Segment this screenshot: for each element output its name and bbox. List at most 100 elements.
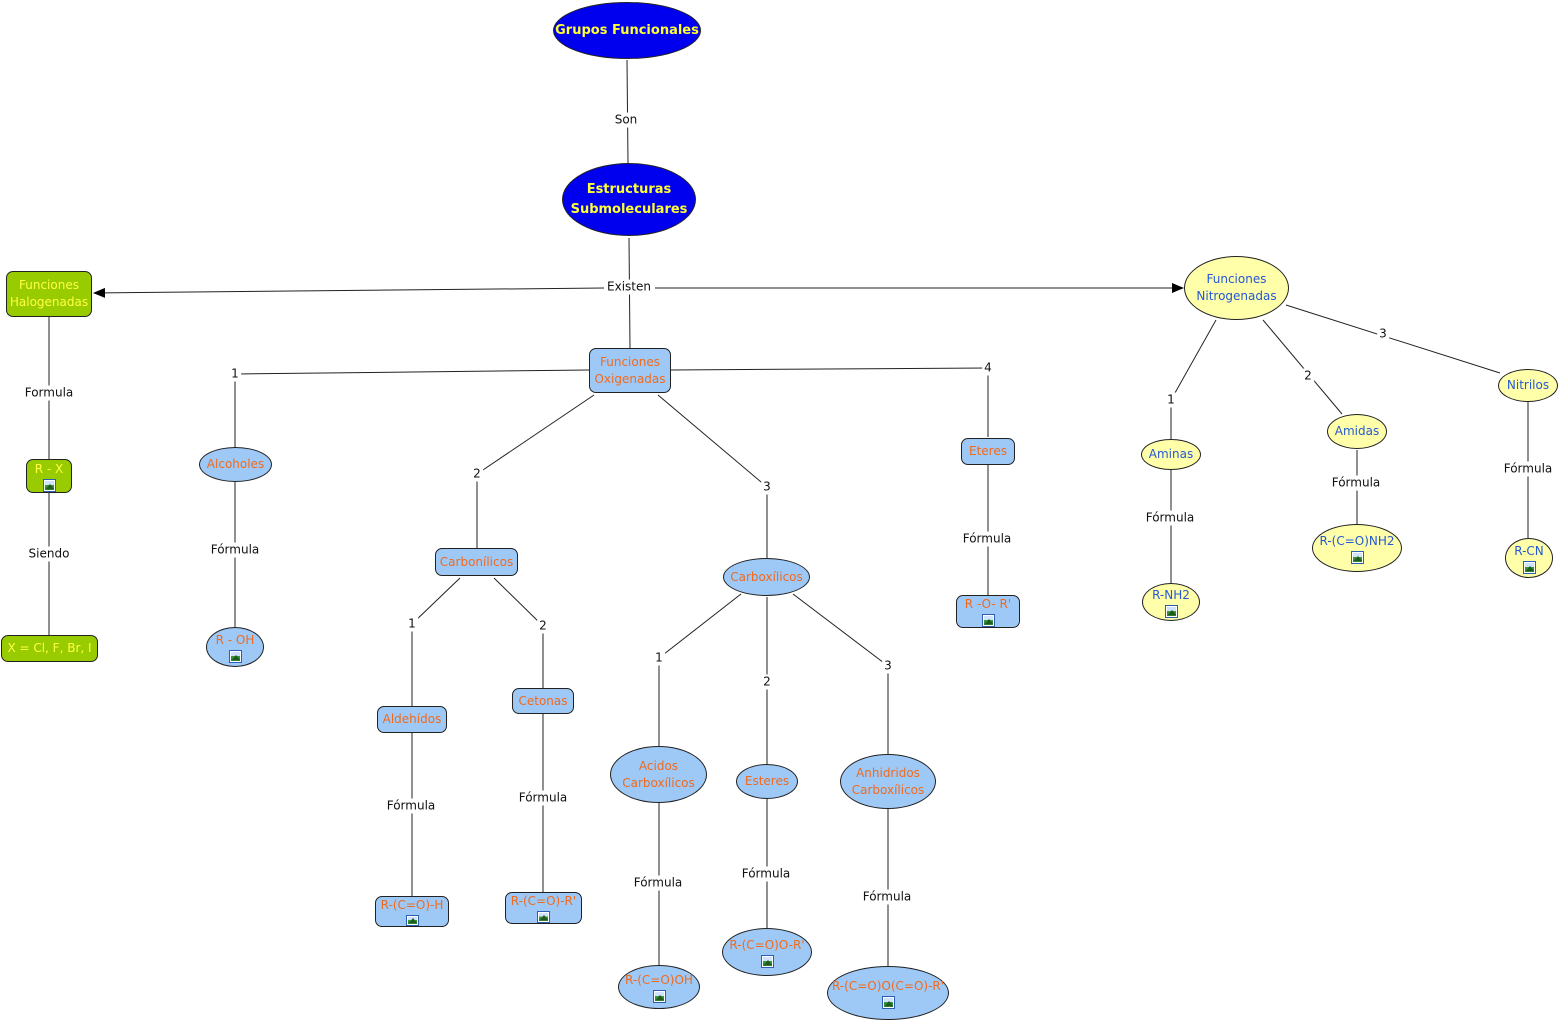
node-label: X = Cl, F, Br, I	[7, 641, 92, 655]
node-label-line: Submoleculares	[570, 201, 688, 217]
link-label-number: 2	[471, 466, 483, 482]
node-amidas[interactable]: Amidas	[1327, 414, 1387, 449]
node-label-line: Carboxílicos	[622, 775, 695, 790]
link-label-formula: Fórmula	[1329, 475, 1383, 491]
link-label-number: 3	[1377, 326, 1389, 342]
link-label-formula: Fórmula	[384, 798, 438, 814]
image-icon[interactable]	[881, 995, 895, 1009]
link-label-existen: Existen	[605, 279, 653, 295]
node-aminas[interactable]: Aminas	[1141, 439, 1201, 470]
image-icon[interactable]	[760, 954, 774, 968]
link-label-number: 1	[229, 366, 241, 382]
node-r-c-o-r[interactable]: R-(C=O)-R'	[505, 892, 582, 924]
link-label-formula: Fórmula	[516, 790, 570, 806]
node-label-line: Nitrogenadas	[1196, 289, 1277, 303]
node-label-line: Funciones	[19, 278, 79, 292]
image-icon[interactable]	[1522, 560, 1536, 574]
node-label: Aldehídos	[382, 712, 442, 726]
node-label: R-CN	[1514, 543, 1544, 558]
node-label: R - OH	[215, 632, 255, 647]
link-label-formula: Fórmula	[960, 531, 1014, 547]
node-funciones-halogenadas[interactable]: Funciones Halogenadas	[6, 271, 92, 317]
node-r-cooh[interactable]: R-(C=O)OH	[618, 965, 700, 1009]
node-label-line: Anhidridos	[856, 765, 920, 780]
image-icon[interactable]	[42, 478, 56, 492]
node-r-anhidrido[interactable]: R-(C=O)O(C=O)-R'	[827, 966, 949, 1020]
node-anhidridos-carboxilicos[interactable]: Anhidridos Carboxílicos	[840, 754, 936, 809]
node-label: R-(C=O)OH	[625, 972, 693, 987]
node-label: R-(C=O)NH2	[1319, 533, 1395, 548]
node-label-line: Halogenadas	[9, 295, 89, 309]
node-esteres[interactable]: Esteres	[736, 764, 798, 799]
node-label: Amidas	[1334, 424, 1380, 438]
node-label-line: Funciones	[600, 354, 660, 369]
node-r-oh[interactable]: R - OH	[206, 627, 264, 667]
node-funciones-nitrogenadas[interactable]: Funciones Nitrogenadas	[1184, 256, 1289, 320]
node-label: Aminas	[1148, 447, 1194, 461]
node-label: R-(C=O)-R'	[510, 894, 577, 908]
node-r-conh2[interactable]: R-(C=O)NH2	[1312, 524, 1402, 572]
image-icon[interactable]	[1350, 550, 1364, 564]
node-acidos-carboxilicos[interactable]: Acidos Carboxílicos	[610, 746, 707, 803]
node-label: R-NH2	[1152, 587, 1190, 602]
node-label-line: Estructuras	[586, 181, 672, 197]
image-icon[interactable]	[228, 649, 242, 663]
node-nitrilos[interactable]: Nitrilos	[1498, 369, 1558, 402]
image-icon[interactable]	[1164, 604, 1178, 618]
node-label-line: Oxigenadas	[594, 371, 666, 386]
node-label: Nitrilos	[1506, 378, 1550, 392]
node-label: R-(C=O)-H	[380, 898, 444, 912]
node-label: Esteres	[744, 774, 790, 788]
image-icon[interactable]	[405, 915, 419, 926]
link-label-number: 1	[653, 650, 665, 666]
node-label-line: Carboxílicos	[851, 782, 925, 797]
link-label-formula: Fórmula	[631, 875, 685, 891]
link-label-number: 3	[882, 658, 894, 674]
node-r-x[interactable]: R - X	[26, 459, 72, 493]
node-label: R-(C=O)O-R'	[729, 937, 805, 952]
node-label: Carbonílicos	[439, 554, 514, 569]
node-label-line: Funciones	[1206, 272, 1267, 286]
link-label-number: 1	[1165, 392, 1177, 408]
link-label-son: Son	[612, 112, 640, 128]
node-label: R -O- R'	[964, 597, 1012, 611]
node-r-o-r[interactable]: R -O- R'	[956, 595, 1020, 628]
link-label-siendo: Siendo	[26, 546, 72, 562]
image-icon[interactable]	[537, 911, 550, 923]
node-r-c-o-h[interactable]: R-(C=O)-H	[375, 896, 449, 927]
node-carbonilicos[interactable]: Carbonílicos	[435, 548, 518, 576]
node-alcoholes[interactable]: Alcoholes	[199, 447, 272, 482]
link-label-formula: Fórmula	[1143, 510, 1197, 526]
node-r-nh2[interactable]: R-NH2	[1142, 583, 1200, 621]
link-label-number: 4	[982, 360, 994, 376]
link-label-formula: Fórmula	[1501, 461, 1555, 477]
link-label-formula: Formula	[22, 385, 76, 401]
node-r-cn[interactable]: R-CN	[1505, 538, 1553, 578]
link-label-number: 2	[537, 618, 549, 634]
link-label-number: 3	[761, 479, 773, 495]
link-label-formula: Fórmula	[739, 866, 793, 882]
node-eteres[interactable]: Eteres	[961, 438, 1015, 465]
node-grupos-funcionales[interactable]: Grupos Funcionales	[553, 2, 701, 59]
node-aldehidos[interactable]: Aldehídos	[377, 706, 447, 733]
image-icon[interactable]	[652, 989, 666, 1003]
node-carboxilicos[interactable]: Carboxílicos	[723, 558, 810, 596]
node-label: R - X	[34, 461, 64, 476]
node-label: Grupos Funcionales	[555, 22, 699, 38]
node-label: Carboxílicos	[730, 569, 803, 584]
node-x-definition[interactable]: X = Cl, F, Br, I	[1, 635, 98, 662]
node-r-c-o-o-r[interactable]: R-(C=O)O-R'	[722, 928, 812, 976]
node-label-line: Acidos	[638, 758, 679, 773]
image-icon[interactable]	[981, 614, 995, 627]
node-label: R-(C=O)O(C=O)-R'	[831, 978, 945, 993]
link-label-formula: Fórmula	[208, 542, 262, 558]
node-cetonas[interactable]: Cetonas	[512, 688, 574, 714]
link-label-number: 2	[761, 674, 773, 690]
node-estructuras-submoleculares[interactable]: Estructuras Submoleculares	[562, 163, 696, 236]
node-label: Alcoholes	[206, 457, 265, 471]
link-label-formula: Fórmula	[860, 889, 914, 905]
link-label-number: 1	[406, 616, 418, 632]
node-label: Cetonas	[518, 693, 568, 708]
node-funciones-oxigenadas[interactable]: Funciones Oxigenadas	[589, 348, 671, 393]
